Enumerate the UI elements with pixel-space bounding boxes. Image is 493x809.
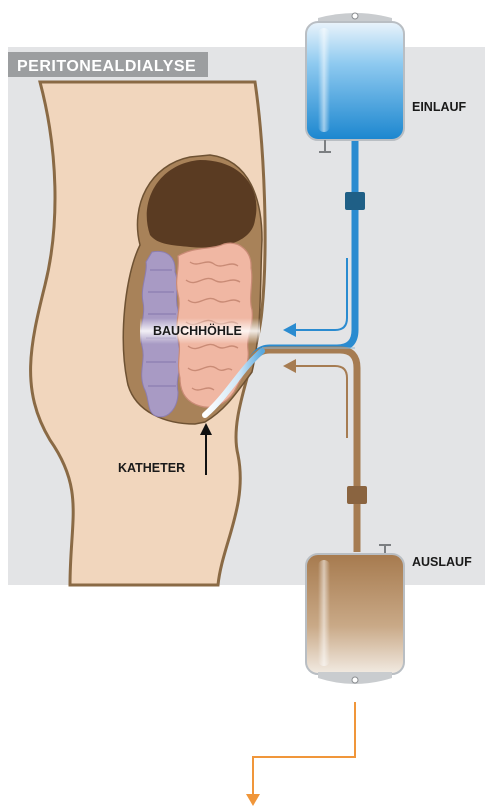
cavity-label: BAUCHHÖHLE: [153, 323, 242, 338]
outflow-label: AUSLAUF: [412, 555, 472, 569]
orange-arrowhead: [246, 794, 260, 806]
outflow-bag: [306, 545, 404, 684]
catheter-label: KATHETER: [118, 461, 185, 475]
diagram-title: PERITONEALDIALYSE: [17, 58, 196, 75]
inflow-label: EINLAUF: [412, 100, 467, 114]
outflow-clamp: [347, 486, 367, 504]
inflow-clamp: [345, 192, 365, 210]
inflow-bag: [306, 13, 404, 152]
orange-pointer-arrow: [253, 702, 355, 796]
